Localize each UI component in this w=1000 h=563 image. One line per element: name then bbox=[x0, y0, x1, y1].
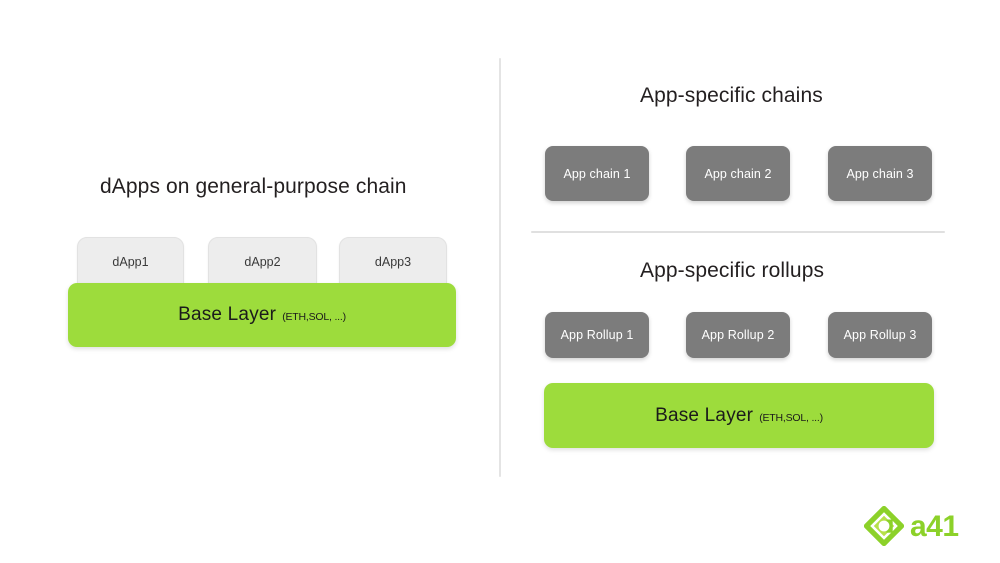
base-layer-subtitle: (ETH,SOL, ...) bbox=[282, 311, 346, 323]
left-base-layer-bar: Base Layer (ETH,SOL, ...) bbox=[68, 283, 456, 347]
brand-logo: a41 bbox=[864, 506, 959, 546]
a41-diamond-logo-icon bbox=[864, 506, 904, 546]
right-base-layer-bar: Base Layer (ETH,SOL, ...) bbox=[544, 383, 934, 448]
app-rollup-label: App Rollup 3 bbox=[843, 328, 917, 342]
right-panel-horizontal-divider bbox=[531, 231, 945, 233]
dapp-card-label: dApp2 bbox=[244, 255, 281, 269]
dapp-card-label: dApp1 bbox=[112, 255, 149, 269]
base-layer-title: Base Layer bbox=[655, 404, 754, 426]
app-rollup-box-3: App Rollup 3 bbox=[828, 312, 932, 358]
base-layer-title: Base Layer bbox=[178, 304, 277, 325]
app-specific-chains-heading: App-specific chains bbox=[640, 84, 823, 107]
dapp-card-label: dApp3 bbox=[374, 255, 412, 269]
app-rollup-box-1: App Rollup 1 bbox=[545, 312, 649, 358]
app-rollup-label: App Rollup 1 bbox=[560, 328, 634, 342]
app-chain-label: App chain 3 bbox=[846, 166, 914, 181]
base-layer-subtitle: (ETH,SOL, ...) bbox=[759, 411, 823, 424]
app-chain-label: App chain 1 bbox=[563, 166, 631, 181]
app-chain-box-3: App chain 3 bbox=[828, 146, 932, 201]
app-chain-label: App chain 2 bbox=[704, 166, 772, 181]
app-chain-box-2: App chain 2 bbox=[686, 146, 790, 201]
app-rollup-box-2: App Rollup 2 bbox=[686, 312, 790, 358]
panel-vertical-divider bbox=[499, 58, 501, 477]
app-rollup-label: App Rollup 2 bbox=[701, 328, 775, 342]
app-specific-rollups-heading: App-specific rollups bbox=[640, 259, 825, 282]
left-panel-heading: dApps on general-purpose chain bbox=[100, 175, 407, 198]
app-chain-box-1: App chain 1 bbox=[545, 146, 649, 201]
brand-wordmark: a41 bbox=[910, 510, 959, 543]
